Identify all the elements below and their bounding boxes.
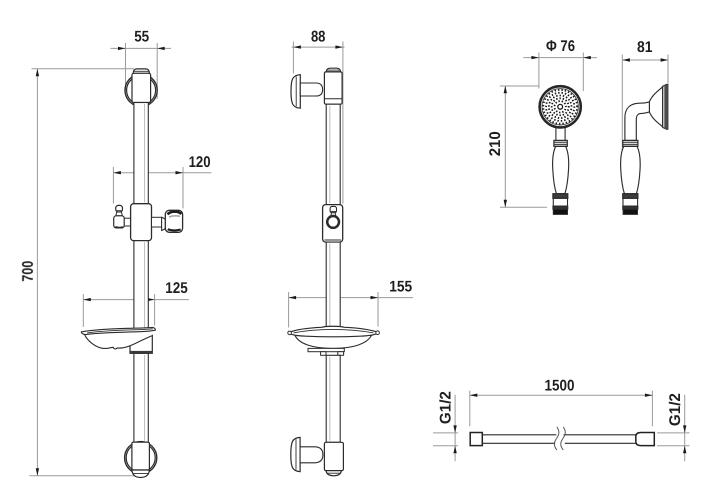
svg-text:G1/2: G1/2 bbox=[438, 391, 455, 424]
svg-text:120: 120 bbox=[189, 154, 211, 171]
svg-text:81: 81 bbox=[637, 39, 653, 56]
svg-text:210: 210 bbox=[487, 131, 504, 156]
svg-text:155: 155 bbox=[389, 279, 412, 296]
svg-text:G1/2: G1/2 bbox=[667, 393, 684, 426]
svg-text:88: 88 bbox=[311, 29, 326, 46]
svg-text:125: 125 bbox=[165, 280, 188, 297]
svg-text:700: 700 bbox=[20, 261, 37, 282]
svg-text:1500: 1500 bbox=[545, 377, 575, 394]
svg-text:Φ 76: Φ 76 bbox=[546, 38, 575, 55]
svg-text:55: 55 bbox=[134, 29, 149, 46]
